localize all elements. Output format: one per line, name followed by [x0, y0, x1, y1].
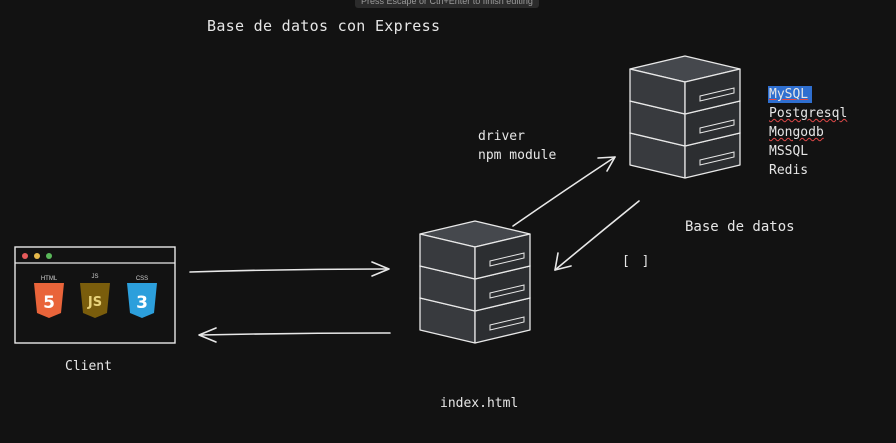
- js-shield: [80, 283, 110, 318]
- engine-mysql-text[interactable]: MySQL: [768, 86, 813, 103]
- database-to-server-arrow[interactable]: [554, 200, 640, 271]
- app-server-unit-top: [419, 220, 531, 280]
- empty-array-label: [ ]: [622, 254, 652, 269]
- editing-hint-tooltip: Press Escape or Ctrl+Enter to finish edi…: [355, 0, 539, 8]
- window-dot-yellow-icon: [34, 253, 40, 259]
- html5-icon: HTML 5: [34, 276, 64, 318]
- server-to-database-arrow[interactable]: [512, 156, 616, 227]
- window-dot-red-icon: [22, 253, 28, 259]
- window-dot-green-icon: [46, 253, 52, 259]
- app-server-icon[interactable]: [419, 220, 531, 344]
- js-tag: JS: [91, 274, 98, 280]
- engine-item-redis[interactable]: Redis: [769, 161, 847, 180]
- engine-mongodb-text[interactable]: Mongodb: [769, 125, 824, 140]
- js-icon: JS JS: [80, 274, 110, 318]
- driver-label-line1: driver: [478, 129, 525, 144]
- engine-item-mongodb[interactable]: Mongodb: [769, 123, 847, 142]
- client-caption: Client: [65, 359, 112, 374]
- database-engine-list[interactable]: MySQL Postgresql Mongodb MSSQL Redis: [768, 85, 847, 180]
- database-caption: Base de datos: [685, 219, 795, 235]
- engine-postgresql-text[interactable]: Postgresql: [769, 106, 848, 121]
- css3-icon: CSS 3: [127, 276, 157, 318]
- engine-item-postgresql[interactable]: Postgresql: [769, 104, 847, 123]
- client-to-server-arrow[interactable]: [189, 261, 390, 277]
- css3-shield: [127, 283, 157, 318]
- client-browser-window[interactable]: HTML 5 JS JS CSS 3: [14, 246, 176, 344]
- js-glyph: JS: [87, 295, 102, 310]
- engine-item-mysql[interactable]: MySQL: [768, 85, 847, 104]
- database-server-icon[interactable]: [629, 55, 741, 179]
- html5-shield: [34, 283, 64, 318]
- css3-tag: CSS: [136, 276, 148, 282]
- html5-glyph: 5: [43, 293, 55, 313]
- html5-tag: HTML: [41, 276, 58, 282]
- server-to-client-arrow[interactable]: [198, 327, 391, 343]
- driver-label-line2: npm module: [478, 148, 557, 163]
- driver-label: driver npm module: [478, 127, 556, 165]
- css3-glyph: 3: [136, 293, 148, 313]
- server-caption: index.html: [440, 396, 519, 411]
- diagram-title: Base de datos con Express: [207, 17, 441, 35]
- engine-redis-text[interactable]: Redis: [769, 163, 809, 178]
- engine-item-mssql[interactable]: MSSQL: [769, 142, 847, 161]
- engine-mssql-text[interactable]: MSSQL: [769, 144, 809, 159]
- database-server-unit-top: [629, 55, 741, 115]
